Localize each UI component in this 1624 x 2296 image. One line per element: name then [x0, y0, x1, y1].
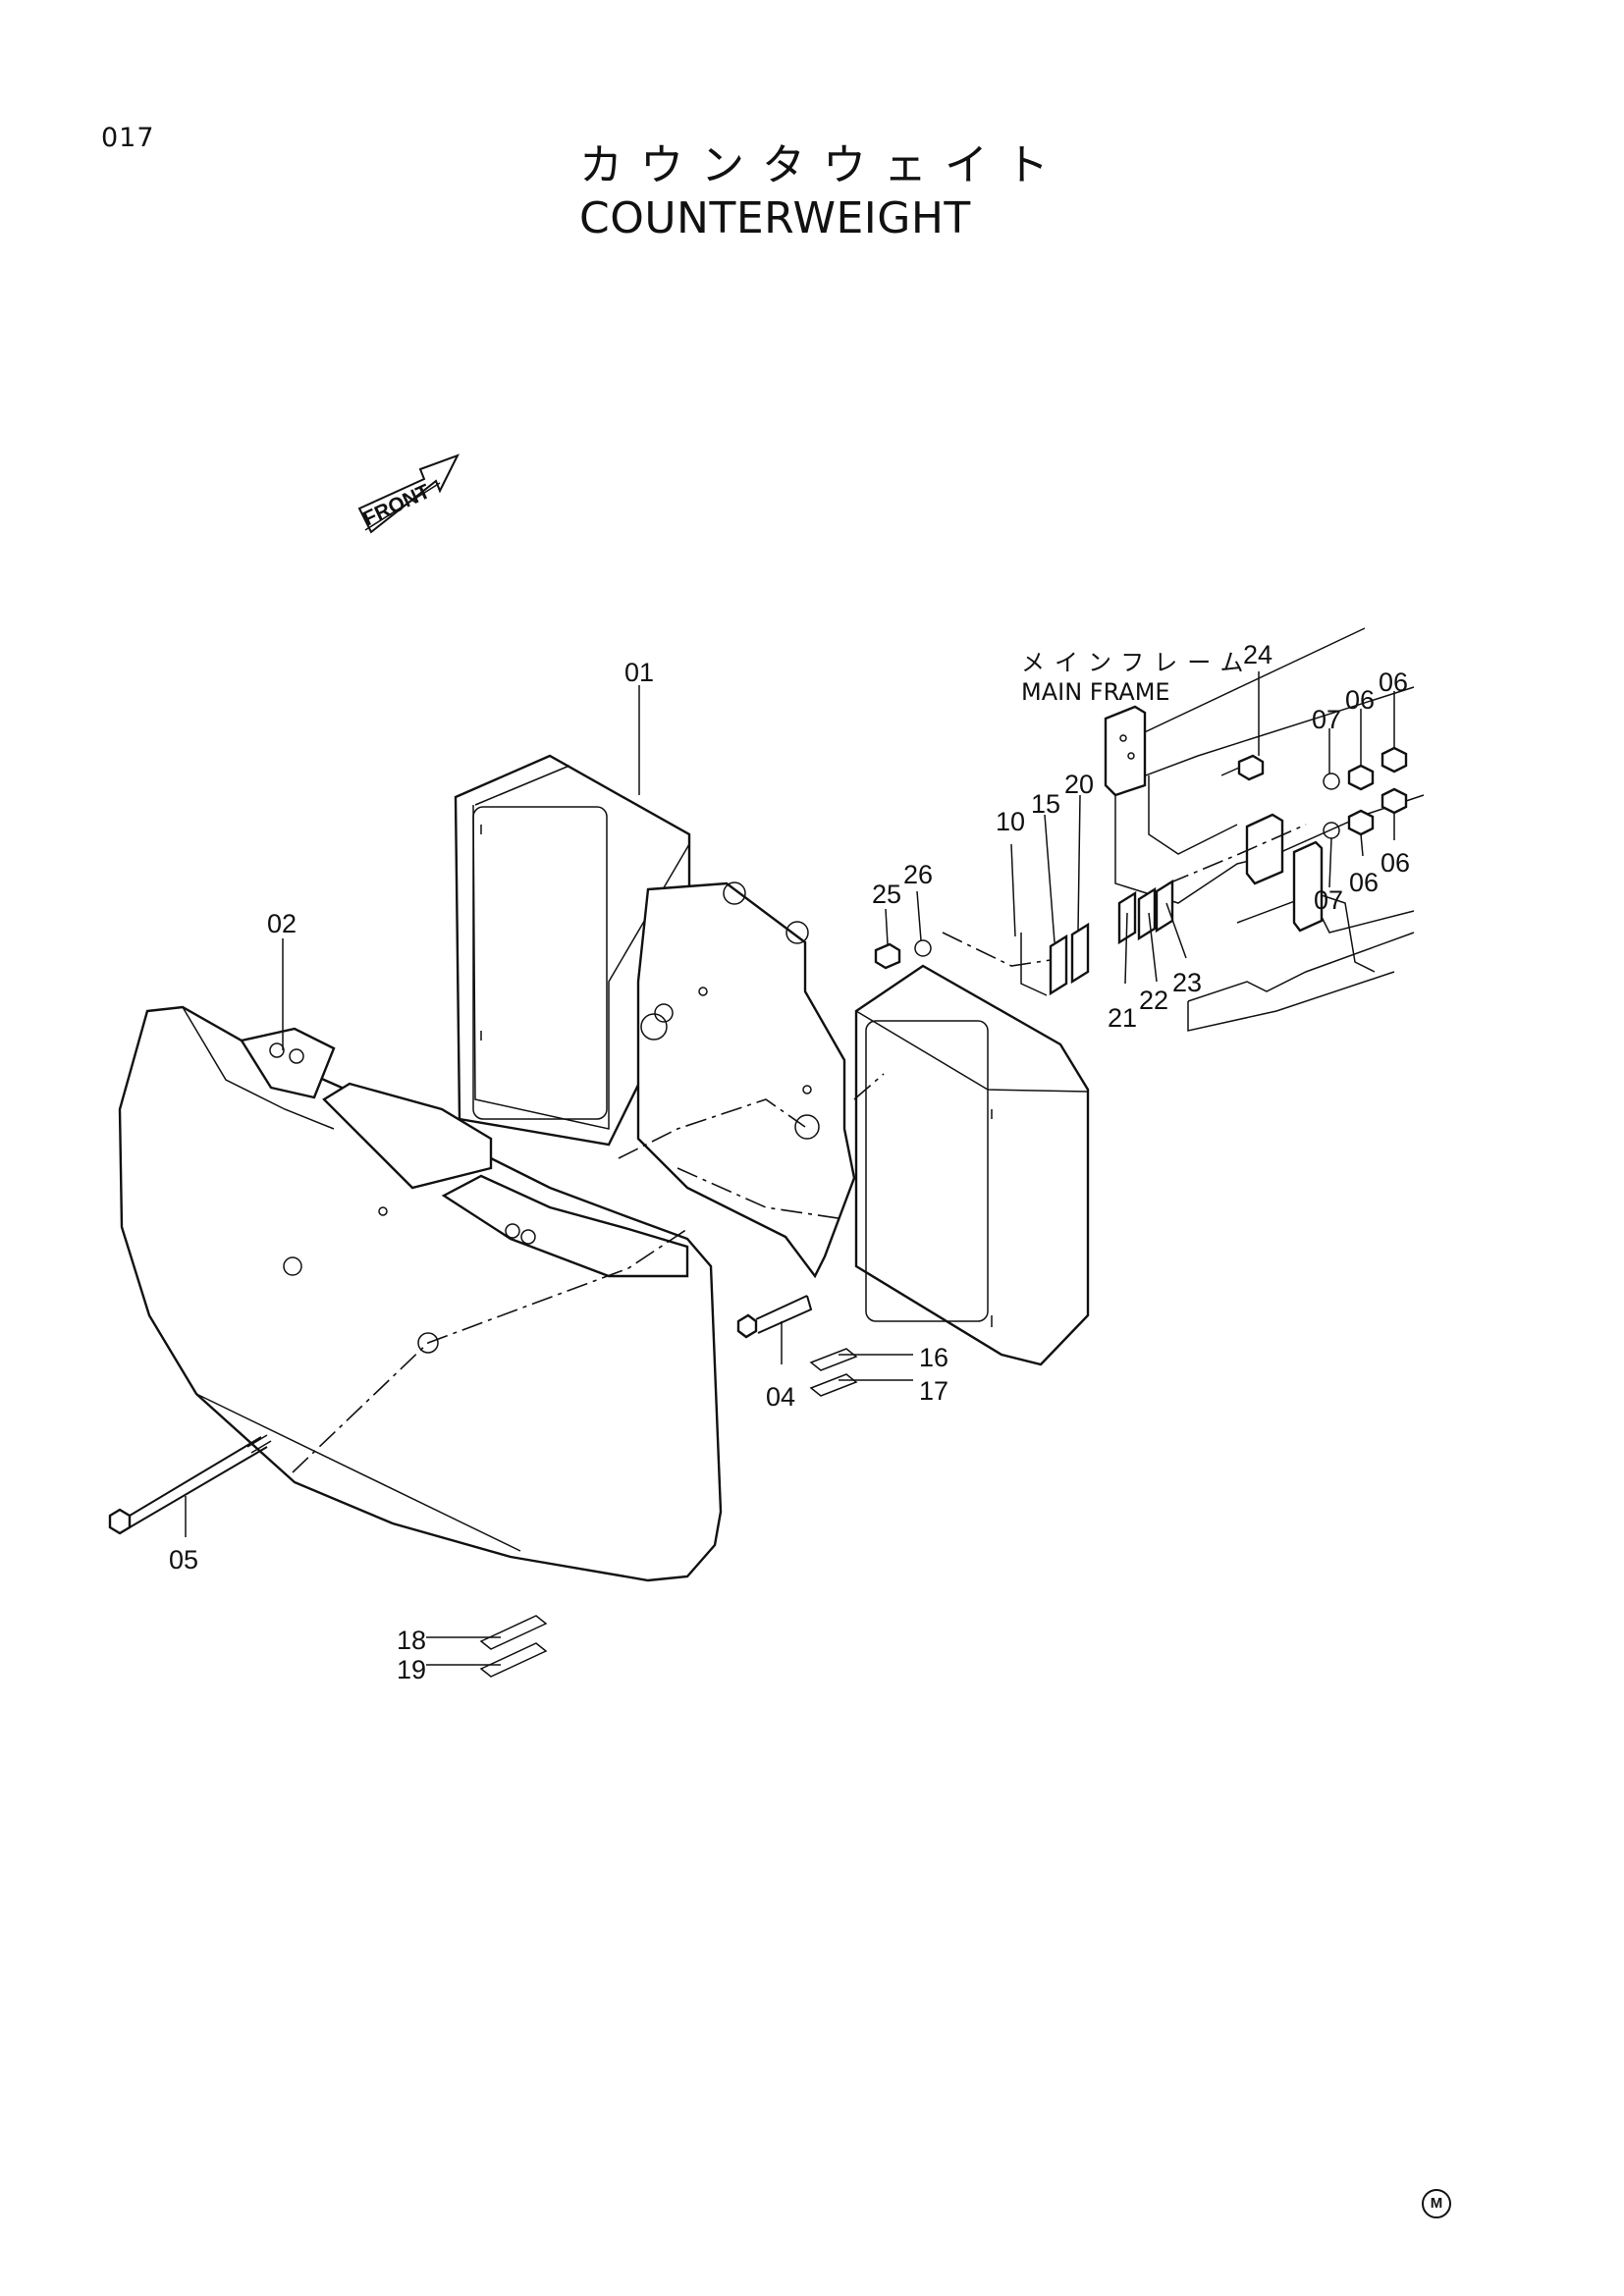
- callout-19: 19: [397, 1655, 426, 1684]
- callout-06c: 06: [1349, 868, 1379, 897]
- callout-06b: 06: [1379, 667, 1408, 697]
- callout-23: 23: [1172, 968, 1202, 997]
- page-number: 017: [101, 123, 155, 153]
- callout-25: 25: [872, 880, 901, 909]
- main-frame: [1104, 627, 1425, 1032]
- callout-06a: 06: [1345, 685, 1375, 715]
- callout-05: 05: [169, 1545, 198, 1575]
- callout-20: 20: [1064, 770, 1094, 799]
- alignment-lines: [292, 824, 1307, 1473]
- manufacturer-mark-icon: M: [1422, 2189, 1451, 2218]
- part-01-counterweight-block: [454, 754, 856, 1279]
- front-arrow-icon: FRONT: [357, 454, 460, 534]
- callout-16: 16: [919, 1343, 948, 1372]
- callout-02: 02: [267, 909, 297, 938]
- callout-01: 01: [624, 658, 654, 687]
- callout-labels: 01 02 04 05 06 06 06 06 07 07 10 15 16 1…: [169, 640, 1410, 1684]
- title-japanese: カウンタウェイト: [579, 140, 1066, 190]
- callout-18: 18: [397, 1626, 426, 1655]
- callout-21: 21: [1108, 1003, 1137, 1033]
- callout-22: 22: [1139, 986, 1168, 1015]
- leader-lines: [185, 671, 1395, 1666]
- fastener-hardware: [874, 746, 1408, 970]
- main-frame-label: メインフレーム MAIN FRAME: [1021, 648, 1254, 707]
- callout-06d: 06: [1380, 848, 1410, 878]
- callout-26: 26: [903, 860, 933, 889]
- part-01-side-block: [854, 964, 1090, 1366]
- callout-10: 10: [996, 807, 1025, 836]
- callout-17: 17: [919, 1376, 948, 1406]
- callout-07a: 07: [1312, 705, 1341, 734]
- part-04-bolt: [736, 1295, 813, 1339]
- callout-24: 24: [1243, 640, 1272, 669]
- main-frame-label-english: MAIN FRAME: [1021, 678, 1170, 706]
- callout-15: 15: [1031, 789, 1060, 819]
- callout-04: 04: [766, 1382, 795, 1412]
- part-05-long-bolt: [108, 1434, 272, 1535]
- main-frame-label-japanese: メインフレーム: [1021, 649, 1254, 676]
- title-english: COUNTERWEIGHT: [579, 193, 971, 243]
- title-block: カウンタウェイト COUNTERWEIGHT: [579, 139, 1066, 245]
- part-02-counterweight-body: [118, 1005, 723, 1582]
- callout-07b: 07: [1314, 885, 1343, 915]
- front-arrow-label: FRONT: [359, 480, 433, 530]
- decal-plates: [479, 1348, 858, 1678]
- shim-plates: [1020, 879, 1174, 996]
